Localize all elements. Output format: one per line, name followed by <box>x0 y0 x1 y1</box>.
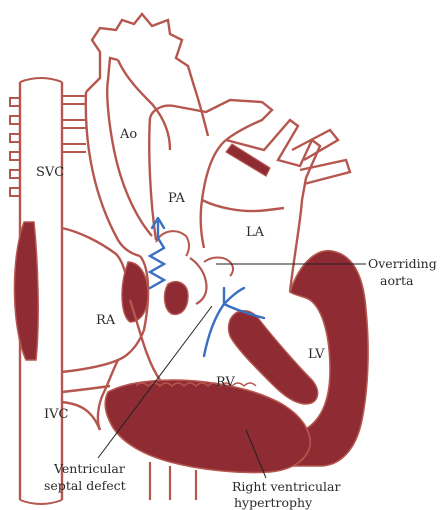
label-lv: LV <box>308 347 325 362</box>
side-branches-left <box>10 98 20 196</box>
label-svc: SVC <box>36 165 64 180</box>
flow-arrow-pa <box>150 222 164 288</box>
label-vsd-line1: Ventricular <box>53 461 125 476</box>
label-overriding-aorta-line2: aorta <box>380 273 414 288</box>
bottom-vessels <box>150 462 196 500</box>
rv-hypertrophy-muscle <box>105 380 310 472</box>
label-rvh-line2: hypertrophy <box>234 495 313 510</box>
label-vsd-line2: septal defect <box>44 478 126 493</box>
septum-wall <box>190 258 207 304</box>
svc-muscle <box>14 222 38 360</box>
infundibular-muscle <box>165 282 188 315</box>
vena-cava <box>10 78 86 504</box>
label-rvh-line1: Right ventricular <box>232 479 340 494</box>
overriding-aorta-valve <box>204 258 233 277</box>
label-la: LA <box>246 225 265 240</box>
label-overriding-aorta-line1: Overriding <box>368 256 437 271</box>
label-pa: PA <box>168 191 186 206</box>
aorta <box>86 14 208 256</box>
side-branches-right <box>62 96 86 152</box>
label-ra: RA <box>96 313 116 328</box>
label-ivc: IVC <box>44 407 69 422</box>
label-ao: Ao <box>119 127 137 142</box>
flow-arrow-vsd <box>204 304 224 356</box>
label-rv: RV <box>216 375 235 390</box>
